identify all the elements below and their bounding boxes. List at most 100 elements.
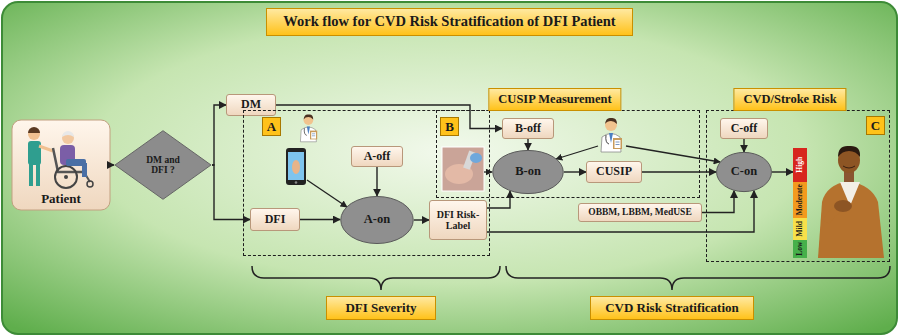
- app-illustration: [288, 152, 304, 180]
- clinician-illustration: [601, 118, 622, 152]
- model-ellipse: C-on: [716, 152, 772, 192]
- patient-illustration: [87, 181, 93, 187]
- app-illustration: [286, 115, 347, 208]
- section-heading: CUSIP Measurement: [488, 88, 621, 111]
- patient-chest-pain-illustration: [843, 166, 855, 168]
- process-box: DM: [226, 94, 276, 116]
- patient-chest-pain-illustration: [818, 181, 884, 258]
- node-label: DFI: [265, 213, 286, 226]
- flow-arrow: [743, 139, 744, 152]
- flow-arrow: [300, 219, 340, 220]
- diagram-title: Work flow for CVD Risk Stratification of…: [266, 8, 632, 36]
- node-label: OBBM, LBBM, MedUSE: [588, 207, 691, 217]
- flow-arrow: [527, 139, 528, 150]
- patient-illustration: [12, 120, 110, 210]
- process-box: B-off: [502, 118, 554, 139]
- heading-holder: CVD/Stroke Risk: [733, 88, 846, 111]
- patient-chest-pain-illustration: [838, 146, 860, 157]
- risk-level-segment: High: [793, 148, 807, 182]
- heading-holder: CUSIP Measurement: [488, 88, 621, 111]
- heading-holder: B: [440, 117, 459, 136]
- patient-illustration: [12, 120, 110, 210]
- risk-level-label: Moderate: [796, 184, 804, 215]
- node-label: C-on: [731, 165, 757, 179]
- model-ellipse: B-on: [492, 150, 564, 194]
- patient-chest-pain-illustration: [834, 200, 852, 212]
- flow-arrow: [564, 171, 586, 172]
- ellipse-outline: [717, 152, 772, 191]
- model-ellipse: A-on: [340, 196, 414, 244]
- risk-level-label: Low: [796, 242, 804, 256]
- heading-holder: C: [866, 116, 885, 135]
- stage-letter: C: [866, 116, 885, 135]
- decision-diamond: DM and DFI ?: [114, 130, 212, 200]
- node-label: CVD Risk Stratification: [605, 301, 739, 315]
- flow-arrow: [772, 171, 793, 172]
- ultrasound-illustration: [484, 171, 492, 172]
- risk-level-label: High: [796, 157, 804, 173]
- stage-region: B-offB-onCUSIPCUSIP MeasurementB: [436, 110, 700, 198]
- patient-illustration: [55, 166, 77, 188]
- ellipse-outline: [493, 150, 564, 193]
- flow-arrow: [212, 105, 226, 165]
- node-label: C-off: [731, 122, 758, 135]
- process-box: DFI: [250, 208, 300, 231]
- process-box: C-off: [720, 118, 768, 139]
- clinician-illustration: [556, 146, 598, 159]
- process-box: OBBM, LBBM, MedUSE: [578, 203, 702, 222]
- node-label: CUSIP: [596, 165, 632, 178]
- node-label: DM and DFI ?: [140, 155, 186, 176]
- node-label: B-on: [515, 165, 541, 179]
- flow-arrow: [110, 164, 114, 165]
- flow-arrow: [212, 165, 250, 220]
- patient-illustration: [62, 131, 74, 137]
- flow-arrow: [642, 171, 716, 172]
- clinician-illustration: [556, 118, 720, 162]
- app-illustration: [292, 160, 300, 174]
- patient-chest-pain-illustration: [818, 146, 884, 258]
- section-heading: CVD/Stroke Risk: [733, 88, 846, 111]
- app-illustration: [286, 148, 306, 185]
- node-label: A-on: [364, 213, 390, 227]
- patient-illustration: [28, 127, 40, 133]
- section-tag: CVD Risk Stratification: [590, 296, 754, 320]
- app-illustration: [295, 181, 298, 184]
- node-label: DFI Severity: [345, 301, 416, 315]
- brace: [252, 266, 890, 290]
- patient-illustration: [36, 164, 40, 186]
- ultrasound-illustration: [442, 147, 484, 191]
- heading-holder: A: [262, 117, 281, 136]
- ultrasound-illustration: [470, 153, 482, 163]
- stage-letter: B: [440, 117, 459, 136]
- patient-illustration: [28, 141, 41, 165]
- stage-letter: A: [262, 117, 281, 136]
- node-label: Patient: [41, 192, 81, 206]
- risk-level-label: Mild: [796, 221, 804, 236]
- patient-illustration: [29, 164, 33, 186]
- patient-illustration: [82, 163, 87, 177]
- diamond-outline: [115, 131, 211, 200]
- title-holder: Work flow for CVD Risk Stratification of…: [0, 8, 899, 36]
- process-box: A-off: [351, 146, 403, 167]
- process-box: CUSIP: [586, 161, 642, 183]
- patient-illustration: [62, 132, 74, 144]
- patient-card: Patient: [12, 120, 110, 210]
- risk-level-segment: Low: [793, 240, 807, 258]
- flow-arrow: [276, 105, 502, 129]
- stage-region: C-offC-onHighModerateMildLowCVD/Stroke R…: [706, 110, 890, 262]
- app-illustration: [307, 180, 347, 207]
- risk-level-segment: Mild: [793, 218, 807, 240]
- app-illustration: [300, 115, 317, 142]
- node-label: A-off: [364, 150, 391, 163]
- node-label: B-off: [515, 122, 541, 135]
- risk-level-segment: Moderate: [793, 182, 807, 218]
- flow-arrow: [414, 219, 429, 220]
- flow-arrow: [487, 191, 754, 232]
- brace: [506, 266, 890, 290]
- process-box: DFI Risk-Label: [429, 200, 487, 240]
- ellipse-outline: [341, 196, 414, 243]
- flow-arrow: [487, 191, 510, 208]
